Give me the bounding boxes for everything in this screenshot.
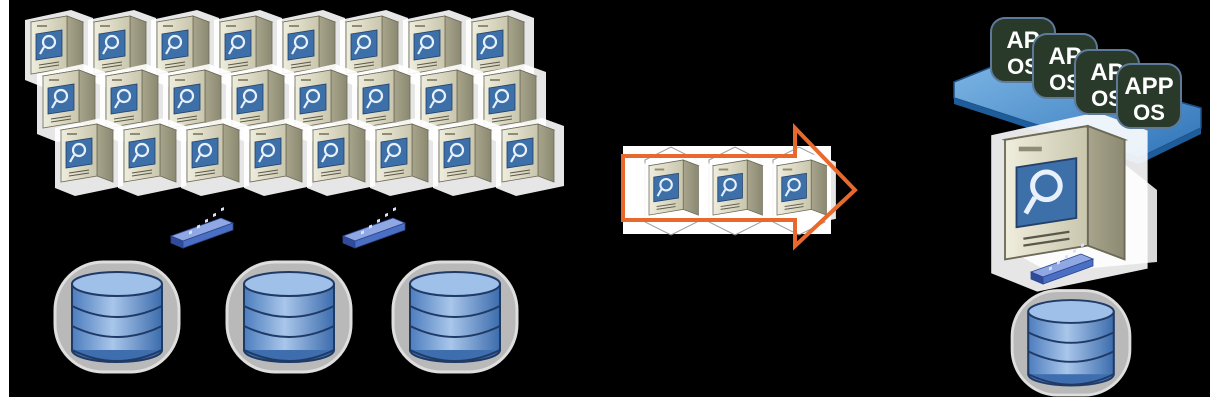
legacy-server-icon <box>151 10 219 88</box>
storage-database-icon <box>53 260 181 374</box>
legacy-server-icon <box>25 10 93 88</box>
network-switch-icon <box>341 207 407 249</box>
consolidation-arrow <box>621 123 858 251</box>
arrow-server-icon <box>643 154 708 229</box>
legacy-server-icon <box>55 118 123 196</box>
host-server-icon <box>991 112 1148 292</box>
legacy-server-farm <box>25 10 564 196</box>
legacy-server-icon <box>433 118 501 196</box>
host-storage-icon <box>1010 289 1132 397</box>
legacy-server-icon <box>88 10 156 88</box>
network-switch-icon <box>169 207 235 249</box>
host-switch-icon <box>1029 243 1095 285</box>
storage-database-icon <box>391 260 519 374</box>
arrow-server-icon <box>771 154 836 229</box>
arrow-server-icon <box>707 154 772 229</box>
legacy-server-icon <box>181 118 249 196</box>
legacy-server-icon <box>307 118 375 196</box>
vm-os-label: OS <box>1133 100 1165 125</box>
storage-database-icon <box>225 260 353 374</box>
legacy-server-icon <box>244 118 312 196</box>
legacy-server-icon <box>496 118 564 196</box>
consolidation-arrow-group <box>621 123 858 251</box>
legacy-server-icon <box>37 64 105 142</box>
legacy-server-icon <box>370 118 438 196</box>
legacy-server-icon <box>403 10 471 88</box>
legacy-storage-group <box>53 260 519 374</box>
legacy-server-icon <box>118 118 186 196</box>
legacy-server-icon <box>226 64 294 142</box>
vm-app-label: APP <box>1124 73 1173 100</box>
legacy-switches <box>169 207 407 249</box>
